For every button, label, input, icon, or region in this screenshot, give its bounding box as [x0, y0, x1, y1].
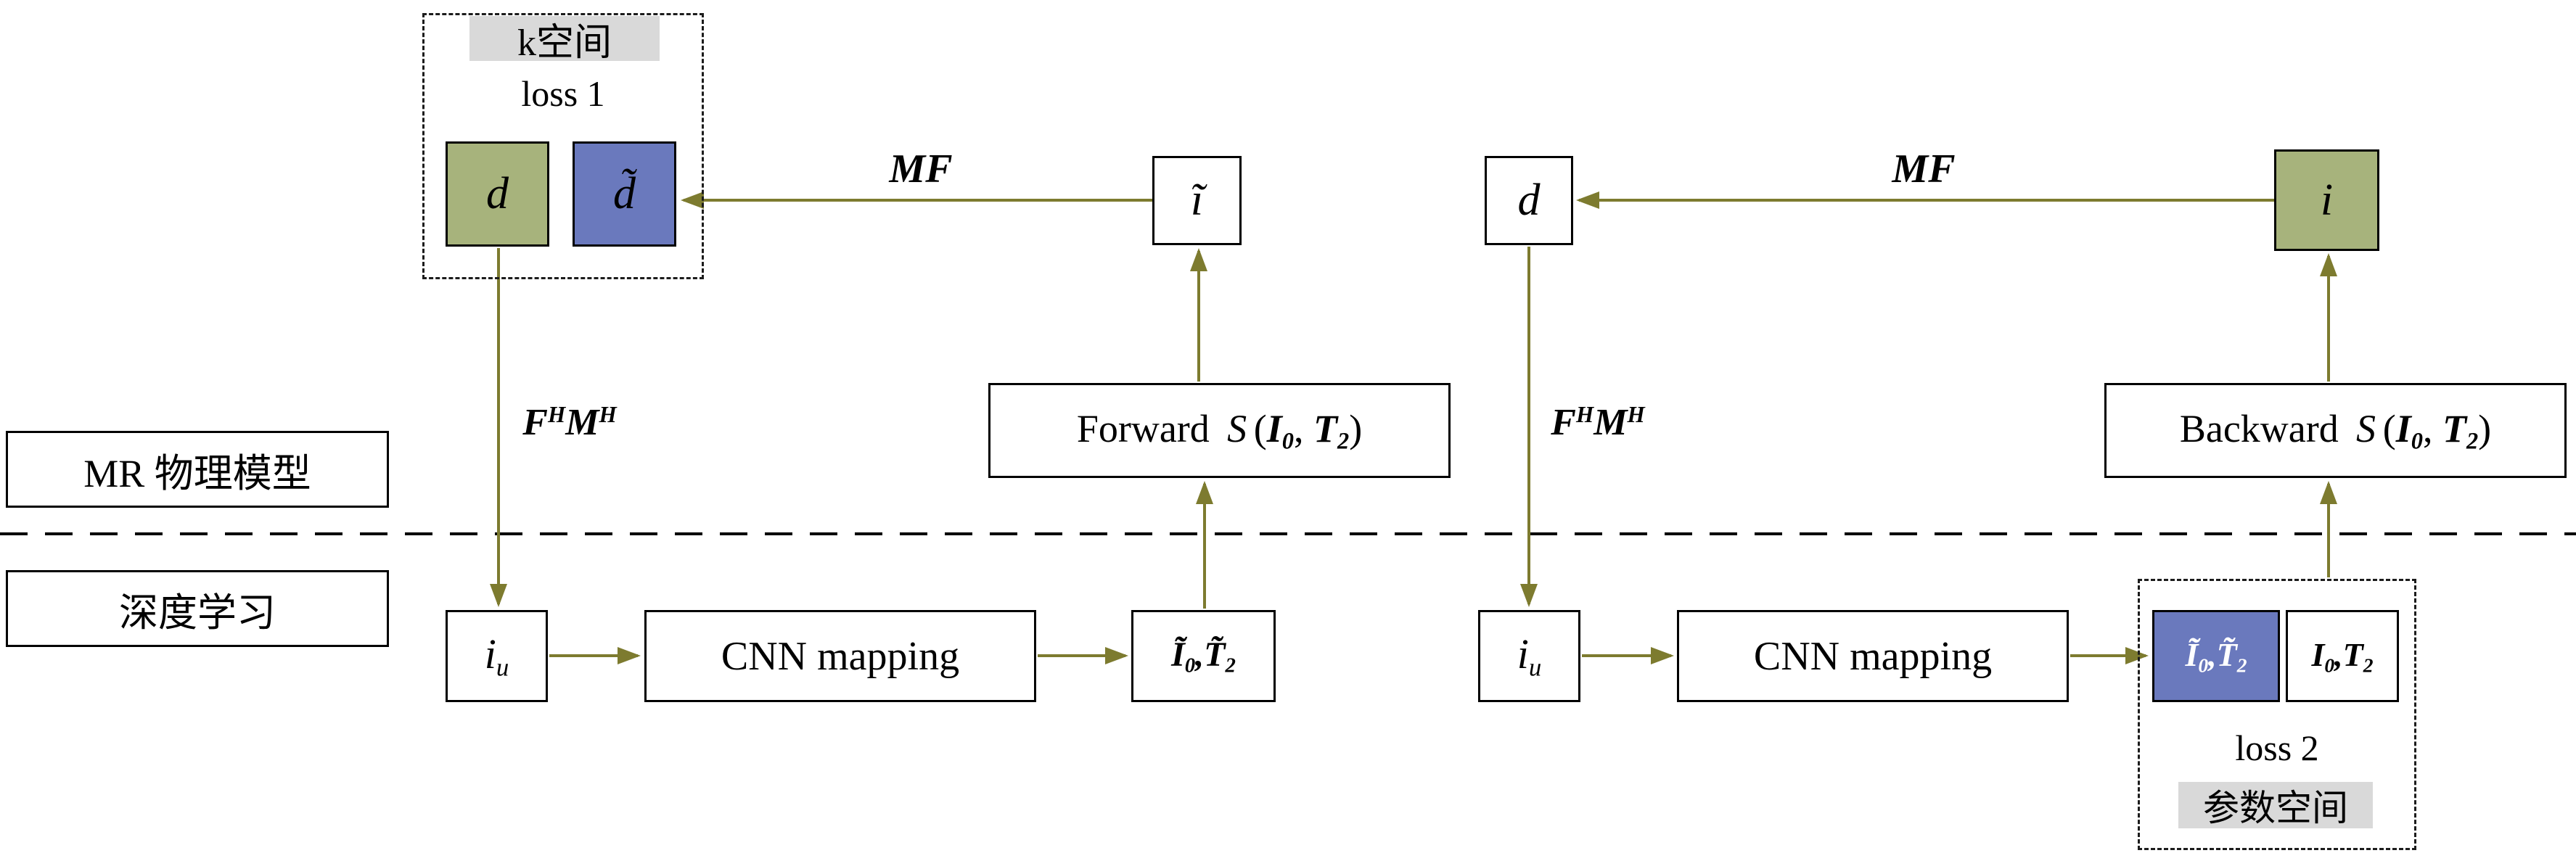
loss1-label: loss 1 [521, 73, 605, 114]
d-sampled-box: d [446, 141, 549, 247]
it-tilde-box-left: Ĩ0,T̃2 [1131, 610, 1276, 702]
it-formula-right: I0,T2 [2311, 635, 2374, 677]
d-label-right: d [1517, 176, 1541, 225]
it-tilde-formula-left: Ĩ0,T̃2 [1171, 635, 1236, 677]
d-label: d [486, 169, 509, 218]
iu-label-left: iu [484, 630, 509, 682]
mf-label-right: MF [1892, 147, 1956, 191]
deep-learning-row-label-box: 深度学习 [6, 570, 389, 647]
param-space-title-text: 参数空间 [2203, 788, 2348, 828]
param-space-loss2-group [2138, 579, 2416, 850]
loss2-label: loss 2 [2235, 728, 2319, 768]
i-tilde-label: ĩ [1190, 176, 1204, 225]
i-label-right: i [2320, 175, 2334, 225]
i-box-right: i [2274, 149, 2379, 251]
fhmh-label-right: FHMH [1551, 401, 1645, 443]
param-space-title: 参数空间 [2178, 782, 2373, 828]
iu-label-right: iu [1517, 630, 1542, 682]
physics-row-label: MR 物理模型 [83, 451, 311, 495]
kspace-title-text: k空间 [517, 22, 612, 64]
cnn-mapping-box-right: CNN mapping [1677, 610, 2069, 702]
d-tilde-label: d̃ [613, 169, 636, 218]
cnn-mapping-box-left: CNN mapping [644, 610, 1036, 702]
it-tilde-box-right: Ĩ0,T̃2 [2152, 610, 2280, 702]
cnn-mapping-label-right: CNN mapping [1753, 633, 1993, 679]
mf-label-left: MF [889, 147, 953, 191]
kspace-title: k空间 [469, 16, 660, 64]
deep-learning-row-label: 深度学习 [119, 590, 276, 635]
d-tilde-box: d̃ [573, 141, 676, 247]
cnn-mapping-label-left: CNN mapping [721, 633, 960, 679]
kspace-loss1-group [422, 13, 704, 279]
it-box-right: I0,T2 [2286, 610, 2399, 702]
it-tilde-formula-right: Ĩ0,T̃2 [2185, 635, 2247, 677]
iu-box-right: iu [1478, 610, 1580, 702]
fhmh-label-left: FHMH [522, 401, 617, 443]
i-tilde-box: ĩ [1152, 156, 1242, 245]
physics-row-label-box: MR 物理模型 [6, 431, 389, 508]
d-box-right: d [1485, 156, 1573, 245]
iu-box-left: iu [446, 610, 548, 702]
